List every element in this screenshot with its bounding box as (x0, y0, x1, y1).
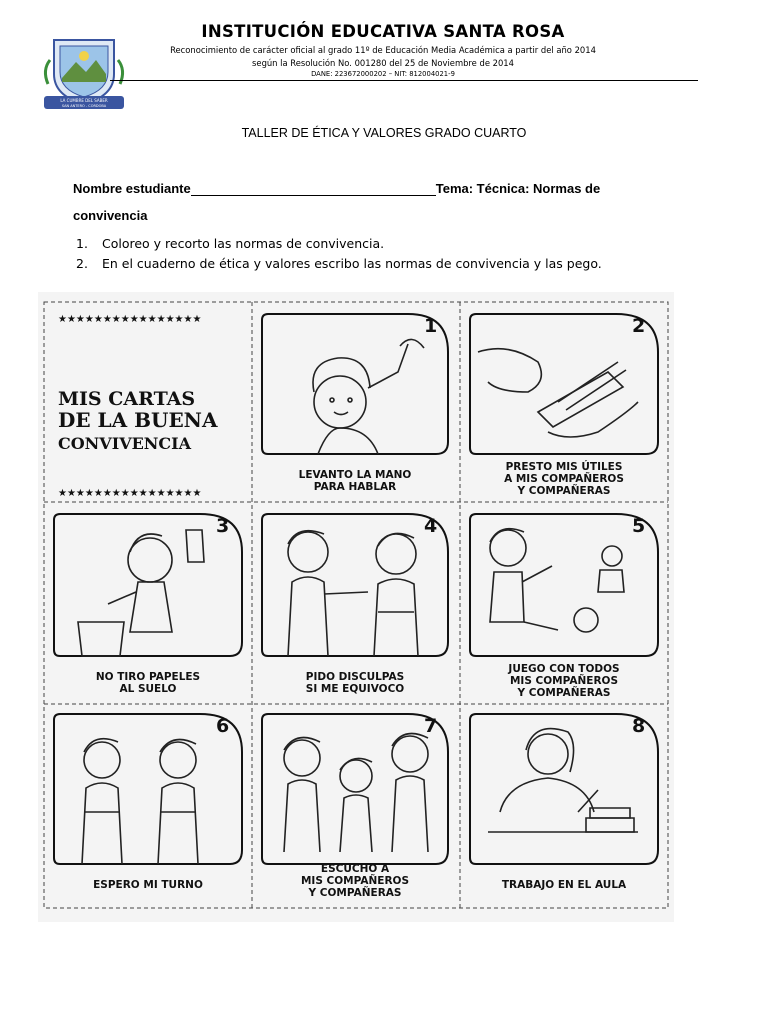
card-caption-line: MIS COMPAÑEROS (510, 674, 618, 687)
card-7: 7 ESCUCHO A MIS COMPAÑEROS Y COMPAÑERAS (261, 713, 449, 899)
logo-place: SAN ANTERO - CORDOBA (62, 104, 107, 108)
card-caption-line: ESCUCHO A (321, 863, 390, 875)
cut-lines (43, 301, 669, 909)
card-4: 4 PIDO DISCULPAS SI ME EQUIVOCO (261, 513, 449, 695)
child-raising-hand-illustration (312, 338, 425, 455)
resolution-line: según la Resolución No. 001280 del 25 de… (252, 58, 514, 68)
instruction-item: 2. En el cuaderno de ética y valores esc… (76, 256, 696, 276)
recognition-line: Reconocimiento de carácter oficial al gr… (170, 45, 596, 55)
card-1: 1 LEVANTO LA MANO PARA HABLAR (261, 313, 449, 493)
card-caption-line: ESPERO MI TURNO (93, 879, 203, 891)
card-2: 2 PRESTO MIS ÚTILES A MIS COMPAÑEROS Y C… (469, 313, 659, 497)
topic-label: Tema: Técnica: Normas de (435, 181, 601, 196)
stars-bottom: ★★★★★★★★★★★★★★★★ (58, 488, 201, 499)
card-caption-line: Y COMPAÑERAS (517, 484, 611, 497)
title-line-3: CONVIVENCIA (58, 434, 192, 453)
header-divider (110, 80, 698, 81)
school-crest-logo: LA CUMBRE DEL SABER SAN ANTERO - CORDOBA (43, 39, 125, 109)
card-caption-line: SI ME EQUIVOCO (306, 683, 405, 695)
children-apologizing-illustration (287, 529, 419, 657)
instruction-number: 1. (76, 236, 88, 251)
instruction-text: En el cuaderno de ética y valores escrib… (102, 256, 602, 271)
card-8: 8 TRABAJO EN EL AULA (469, 713, 659, 891)
card-caption-line: PRESTO MIS ÚTILES (506, 460, 623, 473)
stars-top: ★★★★★★★★★★★★★★★★ (58, 314, 201, 325)
card-number: 3 (216, 515, 229, 537)
card-caption-line: PIDO DISCULPAS (306, 671, 404, 683)
children-listening-illustration (283, 732, 429, 853)
dane-nit-line: DANE: 223672000202 – NIT: 812004021-9 (311, 70, 455, 78)
card-caption-line: A MIS COMPAÑEROS (504, 472, 624, 485)
card-caption-line: NO TIRO PAPELES (96, 671, 200, 683)
card-3: 3 NO TIRO PAPELES AL SUELO (53, 513, 243, 695)
card-number: 8 (632, 715, 645, 737)
card-caption-line: Y COMPAÑERAS (517, 686, 611, 699)
card-caption-line: TRABAJO EN EL AULA (502, 879, 627, 891)
convivencia-cards-sheet: ★★★★★★★★★★★★★★★★ MIS CARTAS DE LA BUENA … (38, 292, 674, 922)
student-name-row: Nombre estudiante Tema: Técnica: Normas d… (73, 181, 673, 196)
card-caption-line: JUEGO CON TODOS (507, 663, 619, 675)
title-line-2: DE LA BUENA (58, 408, 218, 432)
card-number: 2 (632, 315, 645, 337)
child-throwing-paper-illustration (77, 529, 205, 657)
card-caption-line: AL SUELO (120, 683, 177, 695)
card-caption-line: PARA HABLAR (314, 481, 397, 493)
logo-motto: LA CUMBRE DEL SABER (60, 98, 108, 103)
card-5: 5 JUEGO CON TODOS MIS COMPAÑEROS Y COMPA… (469, 513, 659, 699)
instruction-number: 2. (76, 256, 88, 271)
sharing-pencils-illustration (477, 347, 639, 438)
card-number: 5 (632, 515, 645, 537)
child-working-in-class-illustration (488, 727, 638, 833)
student-name-label: Nombre estudiante (73, 181, 191, 196)
children-waiting-turn-illustration (81, 737, 199, 865)
card-caption-line: MIS COMPAÑEROS (301, 874, 409, 887)
title-card: ★★★★★★★★★★★★★★★★ MIS CARTAS DE LA BUENA … (58, 314, 218, 499)
card-caption-line: Y COMPAÑERAS (308, 886, 402, 899)
worksheet-title: TALLER DE ÉTICA Y VALORES GRADO CUARTO (241, 126, 527, 140)
instruction-item: 1. Coloreo y recorto las normas de convi… (76, 236, 696, 256)
card-6: 6 ESPERO MI TURNO (53, 713, 243, 891)
title-line-1: MIS CARTAS (58, 388, 195, 410)
instruction-text: Coloreo y recorto las normas de conviven… (102, 236, 385, 251)
student-name-field[interactable] (190, 182, 436, 196)
card-caption-line: LEVANTO LA MANO (299, 469, 412, 481)
children-playing-ball-illustration (489, 527, 625, 633)
instructions-list: 1. Coloreo y recorto las normas de convi… (76, 236, 696, 276)
card-number: 4 (424, 515, 437, 537)
institution-title: INSTITUCIÓN EDUCATIVA SANTA ROSA (201, 22, 565, 41)
card-number: 7 (424, 715, 437, 737)
topic-continuation: convivencia (73, 208, 148, 223)
card-number: 6 (216, 715, 229, 737)
card-number: 1 (424, 315, 437, 337)
